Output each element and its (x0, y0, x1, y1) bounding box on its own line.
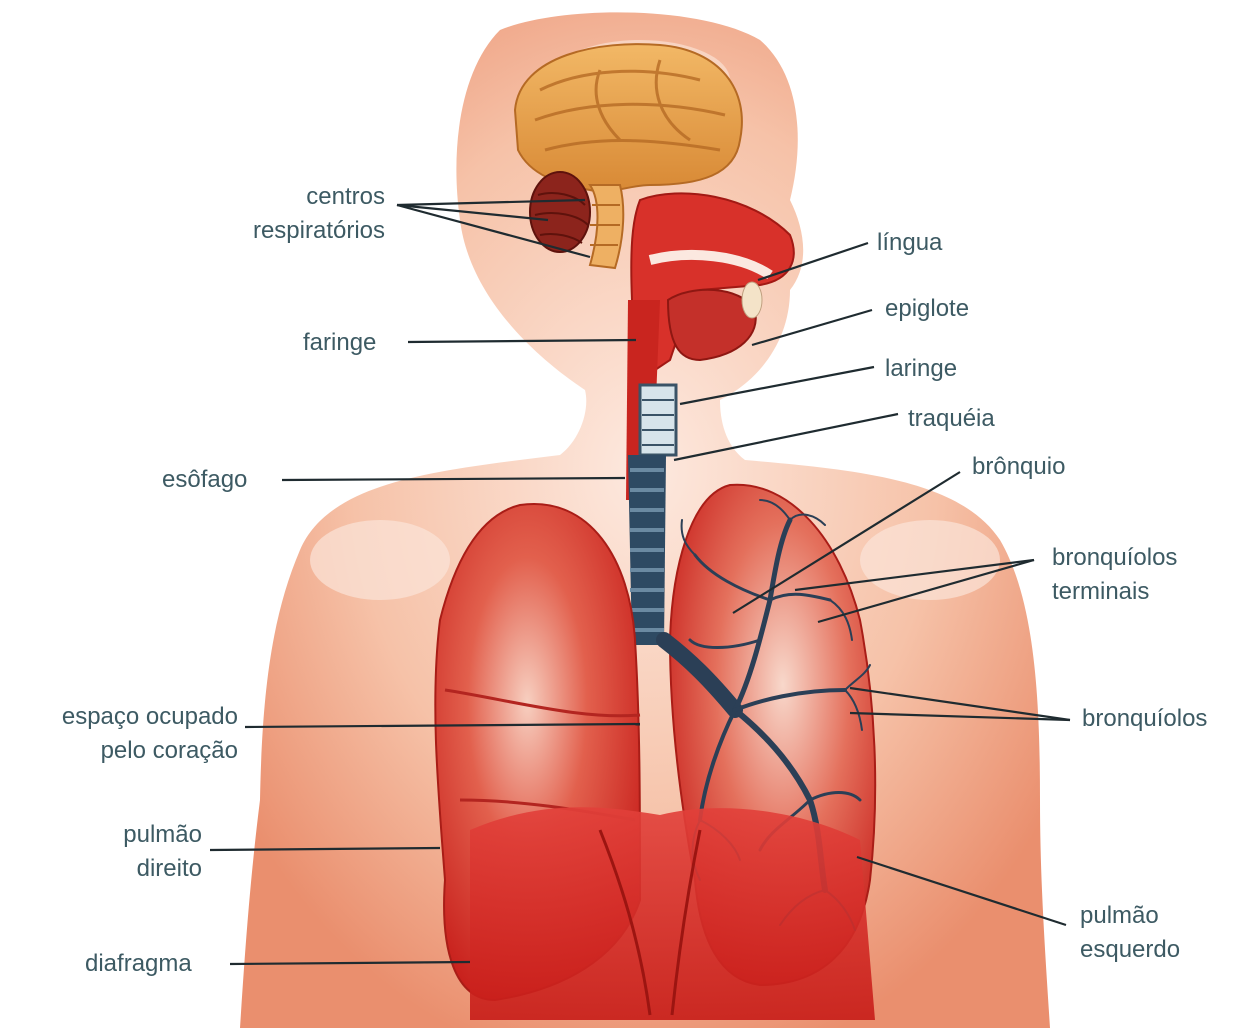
label-espaco-coracao: espaço ocupado pelo coração (8, 700, 238, 768)
label-esofago: esôfago (162, 463, 247, 497)
label-bronquiolos: bronquíolos (1082, 702, 1207, 736)
label-bronquiolos-terminais-line2: terminais (1052, 575, 1177, 609)
label-centros-line2: respiratórios (200, 214, 385, 248)
label-pulmao-direito-line1: pulmão (80, 818, 202, 852)
label-centros-respiratorios: centros respiratórios (200, 180, 385, 248)
label-espaco-line1: espaço ocupado (8, 700, 238, 734)
label-bronquiolos-terminais-line1: bronquíolos (1052, 541, 1177, 575)
label-epiglote: epiglote (885, 292, 969, 326)
label-lingua: língua (877, 226, 942, 260)
label-espaco-line2: pelo coração (8, 734, 238, 768)
label-pulmao-direito-line2: direito (80, 852, 202, 886)
label-faringe: faringe (303, 326, 376, 360)
label-laringe: laringe (885, 352, 957, 386)
label-diafragma: diafragma (85, 947, 192, 981)
label-bronquiolos-terminais: bronquíolos terminais (1052, 541, 1177, 609)
label-pulmao-esquerdo-line2: esquerdo (1080, 933, 1180, 967)
label-pulmao-direito: pulmão direito (80, 818, 202, 886)
label-traqueia: traquéia (908, 402, 995, 436)
label-pulmao-esquerdo: pulmão esquerdo (1080, 899, 1180, 967)
label-pulmao-esquerdo-line1: pulmão (1080, 899, 1180, 933)
label-bronquio: brônquio (972, 450, 1065, 484)
diaphragm (470, 807, 875, 1020)
label-centros-line1: centros (200, 180, 385, 214)
